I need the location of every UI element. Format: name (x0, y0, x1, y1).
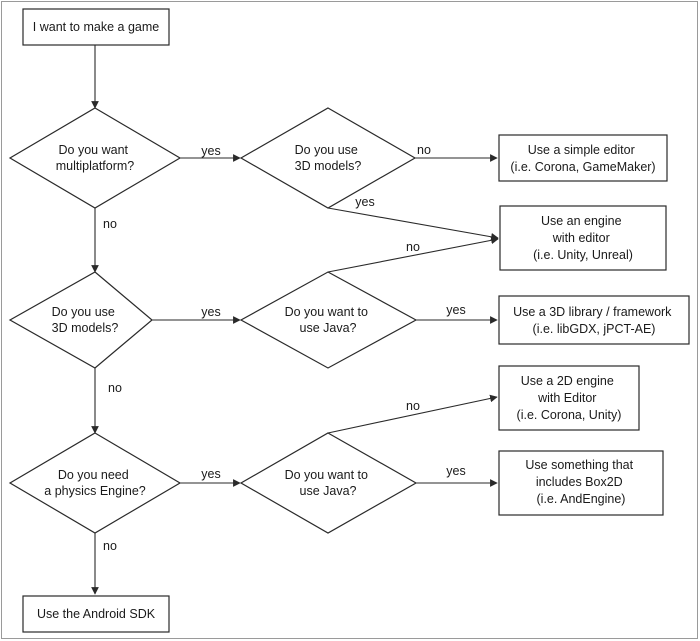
edge-java1-no (327, 236, 499, 273)
decision-multiplatform-text: Do you want multiplatform? (56, 143, 135, 173)
label-physics-no: no (103, 539, 117, 553)
decision-physics: Do you need a physics Engine? (8, 432, 182, 534)
answer-3d-library: Use a 3D library / framework (i.e. libGD… (498, 295, 690, 345)
node-start: I want to make a game (22, 8, 170, 46)
label-java1-yes: yes (446, 303, 465, 317)
answer-android-sdk-text: Use the Android SDK (37, 607, 156, 621)
label-physics-yes: yes (201, 467, 220, 481)
label-3d2-yes: yes (201, 305, 220, 319)
answer-box2d: Use something that includes Box2D (i.e. … (498, 450, 664, 516)
edges (91, 45, 499, 595)
label-multiplatform-no: no (103, 217, 117, 231)
answer-box2d-text: Use something that includes Box2D (i.e. … (525, 458, 636, 506)
decision-3d-models-2-text: Do you use 3D models? (52, 305, 119, 335)
answer-simple-editor: Use a simple editor (i.e. Corona, GameMa… (498, 134, 668, 182)
answer-2d-engine: Use a 2D engine with Editor (i.e. Corona… (498, 365, 640, 431)
decision-3d-models-1: Do you use 3D models? (239, 107, 417, 209)
decision-java-2: Do you want to use Java? (239, 432, 418, 534)
label-multiplatform-yes: yes (201, 144, 220, 158)
edge-labels: yes no yes no no yes yes no no yes yes n… (103, 143, 466, 553)
label-java1-no: no (406, 240, 420, 254)
answer-3d-library-text: Use a 3D library / framework (i.e. libGD… (513, 305, 675, 336)
decision-physics-text: Do you need a physics Engine? (44, 468, 146, 498)
decision-java-1: Do you want to use Java? (239, 271, 418, 369)
decision-java-2-text: Do you want to use Java? (285, 468, 372, 498)
edge-3d1-yes (327, 207, 499, 241)
answer-android-sdk: Use the Android SDK (22, 595, 170, 633)
node-start-text: I want to make a game (33, 20, 160, 34)
edge-java2-no (327, 394, 498, 434)
decision-multiplatform: Do you want multiplatform? (8, 107, 182, 209)
decision-3d-models-1-text: Do you use 3D models? (295, 143, 362, 173)
decision-3d-models-2: Do you use 3D models? (8, 271, 153, 369)
label-3d1-no: no (417, 143, 431, 157)
label-java2-yes: yes (446, 464, 465, 478)
answer-2d-engine-text: Use a 2D engine with Editor (i.e. Corona… (517, 374, 622, 422)
answer-engine-editor-text: Use an engine with editor (i.e. Unity, U… (533, 214, 633, 262)
label-3d1-yes: yes (355, 195, 374, 209)
answer-simple-editor-text: Use a simple editor (i.e. Corona, GameMa… (510, 143, 655, 174)
answer-engine-editor: Use an engine with editor (i.e. Unity, U… (499, 205, 667, 271)
label-java2-no: no (406, 399, 420, 413)
label-3d2-no: no (108, 381, 122, 395)
decision-java-1-text: Do you want to use Java? (285, 305, 372, 335)
